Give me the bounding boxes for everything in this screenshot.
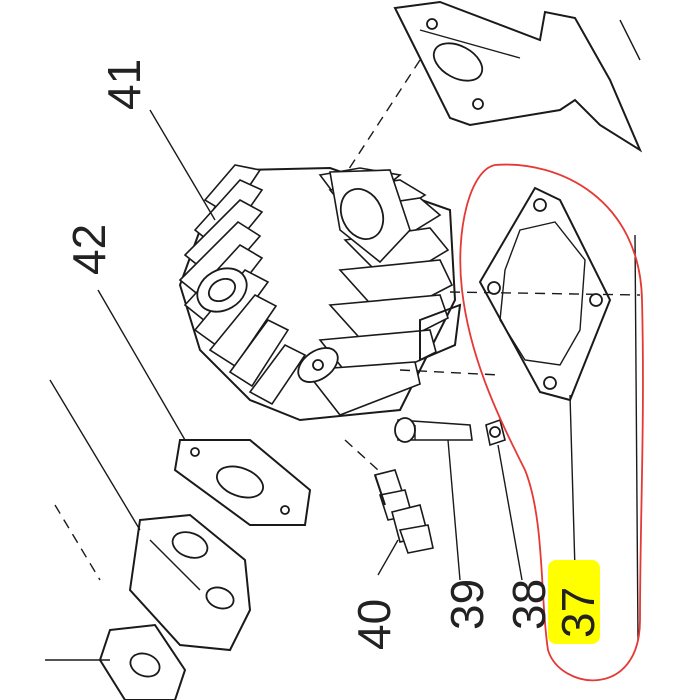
assembly-dash-line-top: [344, 59, 421, 176]
part-label-41: 41: [98, 59, 150, 110]
muffler-plate: [393, 0, 643, 153]
intake-manifold: [128, 513, 252, 652]
leader-line-40: [377, 539, 399, 576]
washer-part-38: [485, 418, 506, 447]
leader-line-39: [447, 439, 461, 581]
leader-line-left-dash: [54, 504, 101, 581]
leader-line-41: [149, 109, 216, 221]
leader-line-40-dash: [344, 439, 379, 471]
leader-line-42: [97, 289, 186, 441]
part-label-38: 38: [503, 579, 555, 630]
part-label-40: 40: [348, 599, 400, 650]
decompression-valve-part-40: [373, 469, 434, 554]
part-label-37: 37: [552, 587, 604, 638]
leader-line-38: [497, 444, 523, 581]
leader-line-37: [569, 394, 576, 571]
highlight-marker: [548, 560, 600, 644]
part-label-42: 42: [63, 224, 115, 275]
highlight-outline: [459, 163, 644, 682]
cylinder-part: [178, 164, 462, 422]
right-edge-line: [634, 234, 639, 641]
assembly-dash-line-axis: [449, 291, 641, 296]
bolt-part-39: [394, 417, 473, 443]
part-label-39: 39: [441, 579, 493, 630]
leader-line-manifold: [49, 379, 141, 531]
gasket-part-42: [173, 439, 312, 526]
